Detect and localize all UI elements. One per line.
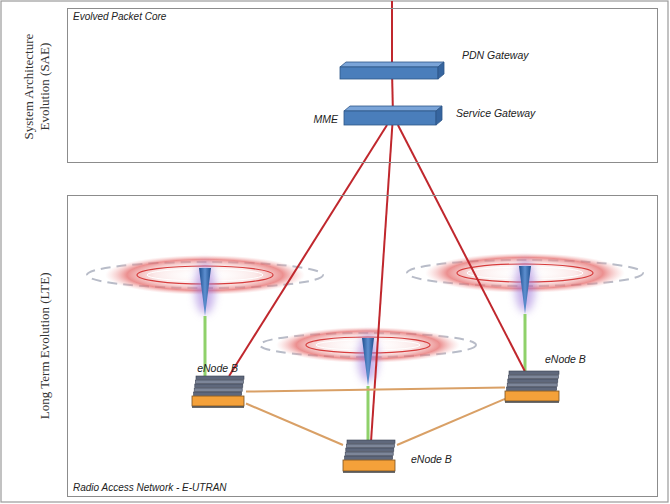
bar-front [340,67,438,79]
enodeb-slab [346,448,394,451]
enodeb: eNode B [343,440,397,473]
region-title: Evolved Packet Core [73,11,166,23]
link-line [246,387,505,391]
enodeb: eNode B [505,371,561,403]
antenna [519,266,531,314]
enodeb-slab [345,456,393,459]
bar-side [438,62,444,79]
enodeb-slab [345,452,393,455]
enodeb-slab [346,444,394,447]
enodeb-foot [192,406,244,407]
link-line [398,125,525,371]
enodeb-slab [507,387,557,390]
gateway-shape [340,62,444,79]
node-label: eNode B [197,362,238,375]
gateway-bar: PDN Gateway [340,62,444,79]
enodeb-slab [508,375,558,378]
feeder [524,314,527,371]
node-label: Service Gateway [456,107,535,120]
antenna [362,338,374,386]
bar-front [344,111,436,125]
link-line [371,125,392,440]
enodeb-shape [192,376,246,408]
layer-label: Long Term Evolution (LTE) [37,241,53,451]
node-label: PDN Gateway [462,49,529,62]
enodeb-base [505,391,559,401]
node-label: MME [314,113,339,126]
feeder [367,386,370,440]
link-line [246,404,343,445]
enodeb-slab [195,380,243,383]
backbone-line [391,1,393,62]
access-region: Radio Access Network - E-UTRANeNode BeNo… [67,195,658,497]
enodeb-base [343,460,395,471]
node-label: eNode B [411,453,452,466]
enodeb: eNode B [192,376,246,408]
core-region: Evolved Packet CorePDN GatewayMMEService… [67,8,658,163]
link-line [397,399,505,445]
gateway-shape [344,106,442,125]
enodeb-slab [196,376,244,379]
link-line [229,125,387,376]
link-line [391,79,394,106]
enodeb-slab [509,371,559,374]
enodeb-slab [347,440,395,443]
enodeb-foot [505,401,559,402]
enodeb-shape [505,371,561,403]
node-label: eNode B [545,353,586,366]
enodeb-slab [507,383,557,386]
enodeb-slab [195,384,243,387]
enodeb-base [192,396,244,406]
antenna [199,268,211,316]
bar-top [340,62,444,67]
gateway-bar: MMEService Gateway [344,106,442,125]
bar-side [436,106,442,125]
region-title: Radio Access Network - E-UTRAN [73,482,227,494]
enodeb-slab [508,379,558,382]
enodeb-slab [194,388,242,391]
layer-label: System Architecture Evolution (SAE) [21,11,52,161]
bar-top [344,106,442,111]
enodeb-foot [343,471,395,472]
enodeb-shape [343,440,397,473]
antenna-left [87,255,323,376]
enodeb-slab [194,392,242,395]
